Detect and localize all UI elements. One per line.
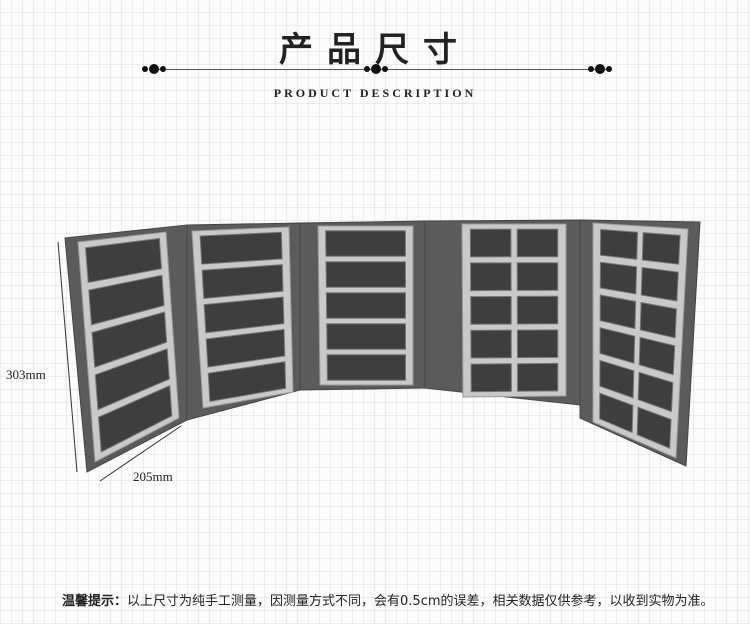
sample-slot — [470, 363, 512, 393]
sample-slot — [326, 354, 407, 381]
sample-slot — [98, 384, 173, 453]
sample-slot — [637, 371, 674, 413]
height-dimension-line — [57, 241, 78, 473]
sample-slot — [636, 406, 672, 450]
sample-slot — [203, 296, 285, 334]
sample-slot — [638, 336, 676, 376]
sample-slot — [599, 294, 637, 330]
sample-slot — [516, 329, 559, 359]
notice-text: 温馨提示：以上尺寸为纯手工测量，因测量方式不同，会有0.5cm的误差，相关数据仅… — [62, 590, 714, 609]
sample-slot — [599, 392, 634, 434]
sample-slot — [205, 328, 286, 368]
sample-slot — [599, 327, 636, 364]
sample-slot — [641, 232, 681, 265]
sample-slot — [599, 359, 635, 399]
sample-slot — [516, 362, 559, 392]
sample-slot — [88, 274, 165, 326]
sample-slot — [199, 231, 283, 265]
sample-slot — [470, 262, 512, 292]
divider-ornament-center — [364, 64, 388, 74]
sample-slot — [516, 262, 559, 291]
sample-slot — [85, 237, 163, 284]
sample-slot — [640, 266, 679, 302]
sample-slot — [326, 323, 407, 350]
height-label: 303mm — [6, 367, 46, 382]
sample-slot — [639, 301, 678, 339]
divider-ornament-left — [142, 64, 166, 74]
sample-slot — [599, 261, 638, 295]
sample-slot — [516, 228, 559, 258]
sample-slot — [94, 348, 170, 411]
width-dimension-line — [99, 425, 182, 482]
sample-slot — [469, 228, 512, 258]
notice-body: 以上尺寸为纯手工测量，因测量方式不同，会有0.5cm的误差，相关数据仅供参考，以… — [127, 594, 714, 609]
sample-slot — [325, 261, 406, 288]
sample-slot — [516, 295, 559, 325]
sample-slot — [599, 228, 638, 260]
sample-slot — [470, 295, 512, 325]
notice-label: 温馨提示： — [62, 594, 128, 609]
divider-ornament-right — [588, 64, 612, 74]
sample-slot — [325, 292, 406, 319]
sample-slot — [91, 311, 168, 368]
sample-slot — [470, 329, 512, 359]
sample-slot — [201, 264, 284, 300]
sample-slot — [207, 361, 287, 403]
page-subtitle: PRODUCT DESCRIPTION — [273, 86, 477, 100]
width-label: 205mm — [133, 469, 173, 484]
sample-slot — [325, 230, 406, 257]
page-title: 产品尺寸 — [279, 30, 471, 70]
